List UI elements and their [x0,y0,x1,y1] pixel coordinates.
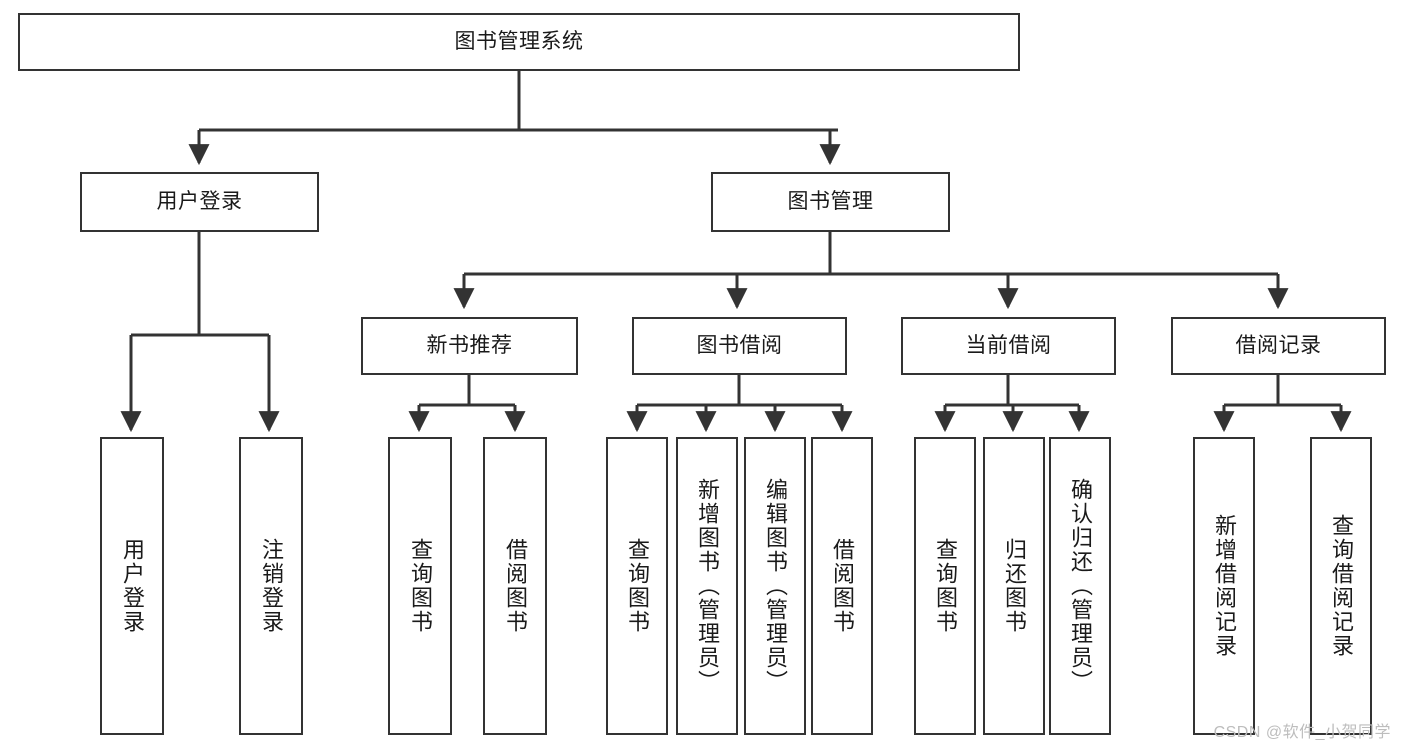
node-leaf-add-record[interactable]: 新增借阅记录 [1193,437,1255,735]
node-leaf-edit-book[interactable]: 编辑图书（管理员） [744,437,806,735]
node-current-borrow[interactable]: 当前借阅 [901,317,1116,375]
node-user-login-label: 用户登录 [156,190,243,214]
node-borrow-record-label: 借阅记录 [1235,334,1322,358]
node-leaf-logout[interactable]: 注销登录 [239,437,303,735]
node-leaf-borrow-book-2[interactable]: 借阅图书 [811,437,873,735]
node-new-book-rec[interactable]: 新书推荐 [361,317,578,375]
node-leaf-user-login[interactable]: 用户登录 [100,437,164,735]
node-root-label: 图书管理系统 [454,30,584,54]
node-leaf-return-book[interactable]: 归还图书 [983,437,1045,735]
node-current-borrow-label: 当前借阅 [965,334,1052,358]
node-leaf-user-login-label: 用户登录 [120,538,145,634]
node-leaf-borrow-book-1-label: 借阅图书 [503,538,528,634]
node-book-borrow[interactable]: 图书借阅 [632,317,847,375]
node-leaf-add-record-label: 新增借阅记录 [1212,514,1237,658]
node-leaf-query-book-3-label: 查询图书 [933,538,958,634]
csdn-watermark: CSDN @软件_小贺同学 [1213,724,1391,741]
node-new-book-rec-label: 新书推荐 [426,334,513,358]
node-leaf-query-book-1[interactable]: 查询图书 [388,437,452,735]
node-borrow-record[interactable]: 借阅记录 [1171,317,1386,375]
node-leaf-query-book-2-label: 查询图书 [625,538,650,634]
node-leaf-add-book[interactable]: 新增图书（管理员） [676,437,738,735]
node-leaf-add-book-label: 新增图书（管理员） [695,478,720,694]
node-book-manage-label: 图书管理 [787,190,874,214]
node-root[interactable]: 图书管理系统 [18,13,1020,71]
node-leaf-query-record[interactable]: 查询借阅记录 [1310,437,1372,735]
node-leaf-query-record-label: 查询借阅记录 [1329,514,1354,658]
node-book-manage[interactable]: 图书管理 [711,172,950,232]
node-leaf-query-book-2[interactable]: 查询图书 [606,437,668,735]
node-leaf-borrow-book-1[interactable]: 借阅图书 [483,437,547,735]
node-leaf-query-book-3[interactable]: 查询图书 [914,437,976,735]
node-book-borrow-label: 图书借阅 [696,334,783,358]
node-leaf-borrow-book-2-label: 借阅图书 [830,538,855,634]
node-leaf-confirm-return-label: 确认归还（管理员） [1068,478,1093,694]
node-leaf-edit-book-label: 编辑图书（管理员） [763,478,788,694]
node-leaf-query-book-1-label: 查询图书 [408,538,433,634]
node-leaf-logout-label: 注销登录 [259,538,284,634]
node-leaf-confirm-return[interactable]: 确认归还（管理员） [1049,437,1111,735]
node-user-login[interactable]: 用户登录 [80,172,319,232]
node-leaf-return-book-label: 归还图书 [1002,538,1027,634]
